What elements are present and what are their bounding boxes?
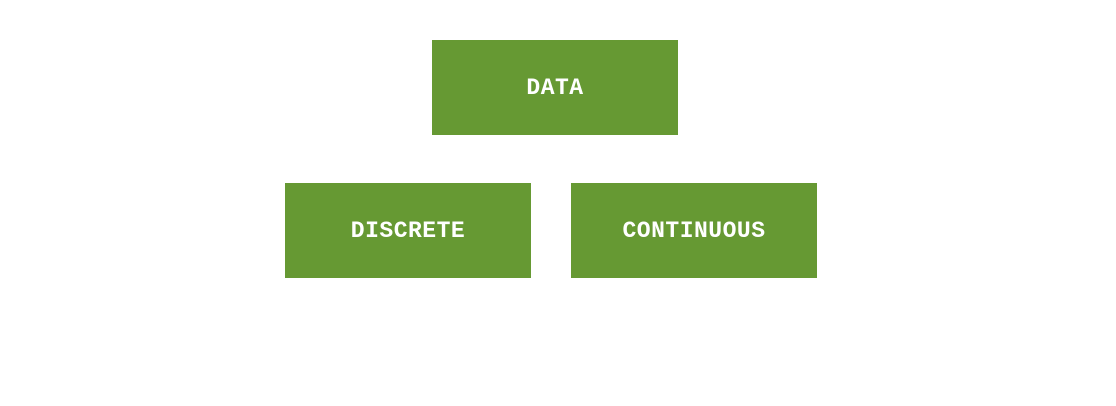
node-data: DATA — [432, 40, 678, 135]
node-continuous: CONTINUOUS — [571, 183, 817, 278]
node-discrete: DISCRETE — [285, 183, 531, 278]
